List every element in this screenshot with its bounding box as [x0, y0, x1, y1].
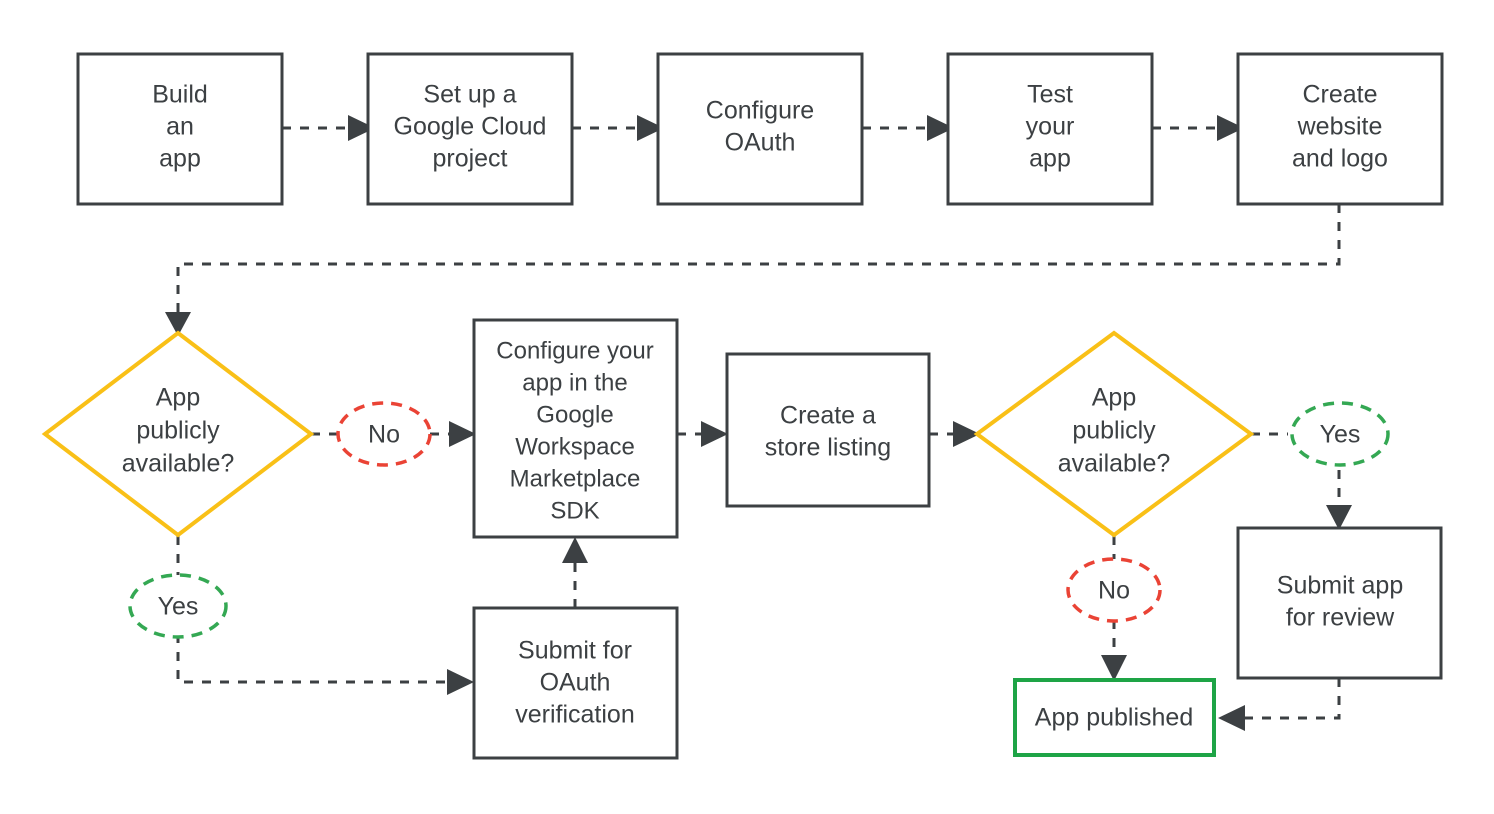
- edge-configure-oauth-to-test-app: [862, 115, 954, 141]
- node-create-website-line-1: Create: [1302, 81, 1377, 109]
- node-decision-right-line-3: available?: [1058, 450, 1171, 478]
- node-configure-sdk-line-5: Marketplace: [510, 465, 641, 492]
- edge-submit-review-to-app-published: [1218, 678, 1341, 731]
- node-build-an-app-line-1: Build: [152, 81, 208, 109]
- node-submit-review-line-1: Submit app: [1277, 572, 1403, 600]
- node-configure-oauth-line-2: OAuth: [725, 129, 796, 157]
- node-decision-left-line-2: publicly: [136, 417, 220, 445]
- node-test-your-app-line-2: your: [1026, 113, 1075, 141]
- node-store-listing-line-1: Create a: [780, 402, 876, 430]
- edge-decision-left-no-to-configure-sdk: [311, 421, 476, 447]
- node-configure-app-marketplace-sdk[interactable]: Configure your app in the Google Workspa…: [472, 318, 679, 539]
- edge-decision-right-no-to-app-published: [1101, 536, 1127, 681]
- node-store-listing-line-2: store listing: [765, 434, 891, 462]
- node-submit-oauth-line-1: Submit for: [518, 637, 632, 665]
- node-gcp-project-line-2: Google Cloud: [394, 113, 547, 141]
- edge-label-right-no-text: No: [1098, 577, 1130, 605]
- edge-label-right-yes: Yes: [1290, 401, 1390, 467]
- node-test-your-app-line-3: app: [1029, 145, 1071, 173]
- edge-label-left-yes-text: Yes: [158, 593, 199, 621]
- node-submit-app-for-review[interactable]: Submit app for review: [1236, 526, 1443, 680]
- node-configure-sdk-line-6: SDK: [550, 497, 599, 524]
- node-decision-right-line-1: App: [1092, 384, 1136, 412]
- node-create-a-store-listing[interactable]: Create a store listing: [725, 352, 931, 508]
- edge-submit-oauth-to-configure-sdk: [562, 537, 588, 608]
- node-configure-sdk-line-3: Google: [536, 401, 613, 428]
- node-decision-app-publicly-available-right[interactable]: App publicly available?: [973, 330, 1255, 538]
- node-test-your-app-line-1: Test: [1027, 81, 1073, 109]
- node-decision-left-line-3: available?: [122, 450, 235, 478]
- node-submit-review-line-2: for review: [1286, 604, 1395, 632]
- node-create-website-line-2: website: [1297, 113, 1383, 141]
- edge-build-app-to-gcp-project: [282, 115, 375, 141]
- edge-decision-left-yes-to-submit-oauth: [176, 536, 474, 695]
- edge-label-left-yes: Yes: [128, 573, 228, 639]
- node-submit-for-oauth-verification[interactable]: Submit for OAuth verification: [472, 606, 679, 760]
- node-decision-app-publicly-available-left[interactable]: App publicly available?: [41, 330, 315, 538]
- node-configure-oauth-line-1: Configure: [706, 97, 814, 125]
- edge-create-website-to-decision-left: [165, 204, 1341, 336]
- node-submit-oauth-line-2: OAuth: [540, 669, 611, 697]
- edge-store-listing-to-decision-right: [929, 421, 980, 447]
- node-app-published-label: App published: [1035, 704, 1193, 732]
- node-decision-right-line-2: publicly: [1072, 417, 1156, 445]
- node-app-published[interactable]: App published: [1013, 678, 1216, 757]
- node-gcp-project-line-1: Set up a: [423, 81, 516, 109]
- edge-decision-right-yes-to-submit-review: [1251, 432, 1352, 530]
- edge-gcp-project-to-configure-oauth: [572, 115, 664, 141]
- edge-configure-sdk-to-store-listing: [677, 421, 728, 447]
- edge-label-left-no-text: No: [368, 421, 400, 449]
- edge-label-right-yes-text: Yes: [1320, 421, 1361, 449]
- node-set-up-google-cloud-project[interactable]: Set up a Google Cloud project: [366, 52, 574, 206]
- node-configure-sdk-line-4: Workspace: [515, 433, 635, 460]
- node-decision-left-line-1: App: [156, 384, 200, 412]
- node-gcp-project-line-3: project: [432, 145, 507, 173]
- node-configure-sdk-line-1: Configure your: [496, 337, 653, 364]
- node-configure-sdk-line-2: app in the: [522, 369, 627, 396]
- node-test-your-app[interactable]: Test your app: [946, 52, 1154, 206]
- node-build-an-app-line-3: app: [159, 145, 201, 173]
- node-build-an-app[interactable]: Build an app: [76, 52, 284, 206]
- edge-label-left-no: No: [336, 401, 432, 467]
- node-create-website-line-3: and logo: [1292, 145, 1388, 173]
- node-configure-oauth[interactable]: Configure OAuth: [656, 52, 864, 206]
- edge-label-right-no: No: [1066, 557, 1162, 623]
- node-submit-oauth-line-3: verification: [515, 701, 635, 729]
- node-create-website-and-logo[interactable]: Create website and logo: [1236, 52, 1444, 206]
- edge-test-app-to-create-website: [1152, 115, 1244, 141]
- node-build-an-app-line-2: an: [166, 113, 194, 141]
